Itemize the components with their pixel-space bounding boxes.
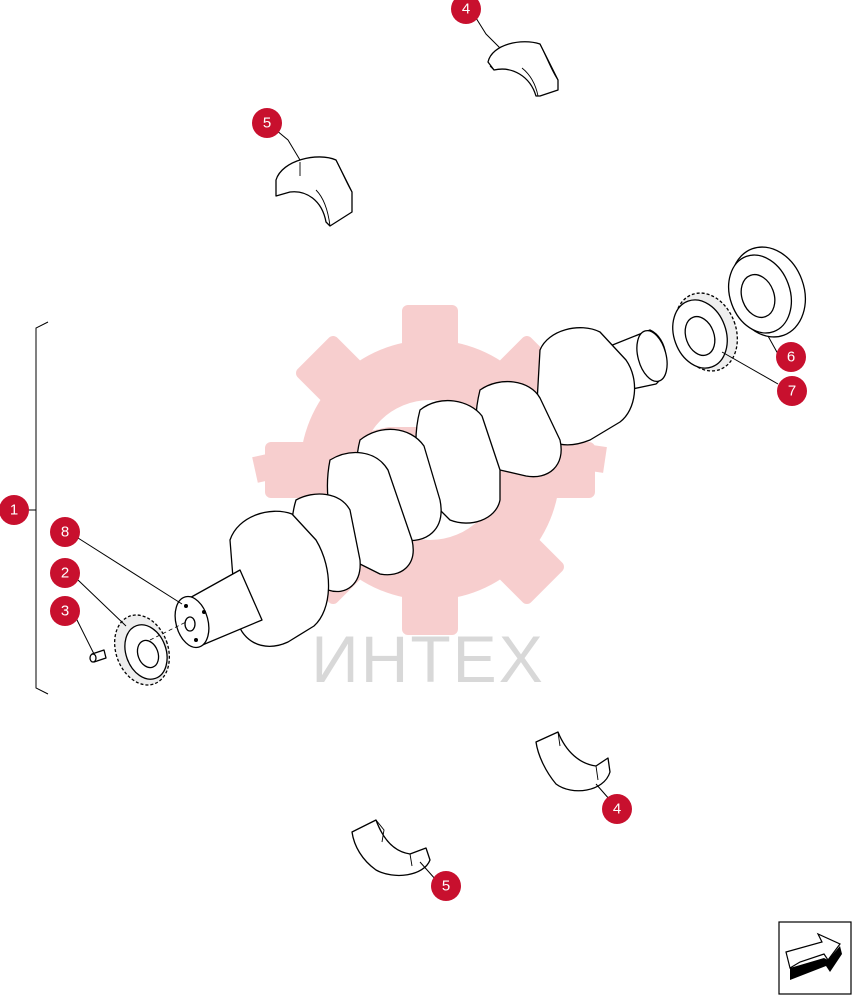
- callout-5-bottom[interactable]: 5: [431, 871, 461, 901]
- svg-text:2: 2: [61, 565, 69, 582]
- svg-text:6: 6: [787, 349, 795, 366]
- watermark-text: ИНТЕХ: [311, 622, 544, 696]
- svg-text:5: 5: [442, 878, 450, 895]
- callout-7[interactable]: 7: [777, 376, 807, 406]
- front-gear-2: [113, 614, 171, 686]
- svg-text:4: 4: [462, 1, 470, 18]
- svg-text:5: 5: [263, 115, 271, 132]
- lower-bearing-shell-5: [351, 819, 431, 877]
- lower-bearing-shell-4: [535, 731, 611, 792]
- svg-text:1: 1: [10, 502, 18, 519]
- callout-2[interactable]: 2: [50, 558, 80, 588]
- svg-text:8: 8: [61, 524, 69, 541]
- callout-4-bottom[interactable]: 4: [602, 794, 632, 824]
- pin-3: [89, 649, 107, 663]
- leader-lines: [75, 17, 779, 881]
- callout-6[interactable]: 6: [776, 342, 806, 372]
- crankshaft: [174, 327, 668, 649]
- upper-bearing-shell-4: [487, 41, 559, 97]
- callout-5-top[interactable]: 5: [252, 108, 282, 138]
- assembly-bracket: [28, 321, 49, 695]
- callout-8[interactable]: 8: [50, 517, 80, 547]
- svg-text:3: 3: [61, 603, 69, 620]
- callout-4-top[interactable]: 4: [451, 0, 481, 24]
- callout-3[interactable]: 3: [50, 596, 80, 626]
- svg-text:4: 4: [613, 801, 621, 818]
- upper-bearing-shell-5: [275, 156, 353, 227]
- svg-text:7: 7: [788, 383, 796, 400]
- rear-gear-7: [672, 292, 738, 372]
- callout-1[interactable]: 1: [0, 495, 29, 525]
- seal-ring-6: [728, 246, 806, 338]
- next-page-arrow-icon[interactable]: [778, 921, 852, 995]
